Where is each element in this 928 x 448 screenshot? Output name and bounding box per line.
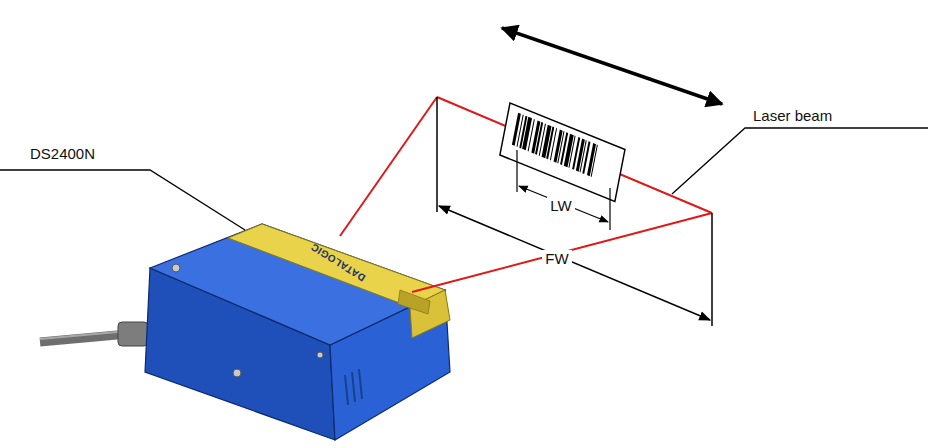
barcode-bar [591, 145, 598, 177]
scanner-body [145, 224, 450, 440]
barcode-bar [535, 122, 543, 155]
dimension-label: FW [542, 250, 571, 267]
leader-line [672, 128, 928, 194]
barcode-bar [522, 117, 532, 150]
part-label: DS2400N [30, 146, 95, 161]
part-label: Laser beam [753, 108, 832, 123]
fw-dimension [437, 97, 712, 326]
cable [40, 322, 148, 346]
lw-dimension [517, 150, 610, 230]
leader-line [0, 170, 245, 230]
barcode-label [500, 103, 625, 201]
barcode-bar [546, 127, 554, 160]
barcode-bar [512, 113, 521, 146]
dimension-label: LW [547, 197, 574, 214]
motion-arrow [502, 28, 722, 104]
laser-beam [340, 97, 712, 292]
